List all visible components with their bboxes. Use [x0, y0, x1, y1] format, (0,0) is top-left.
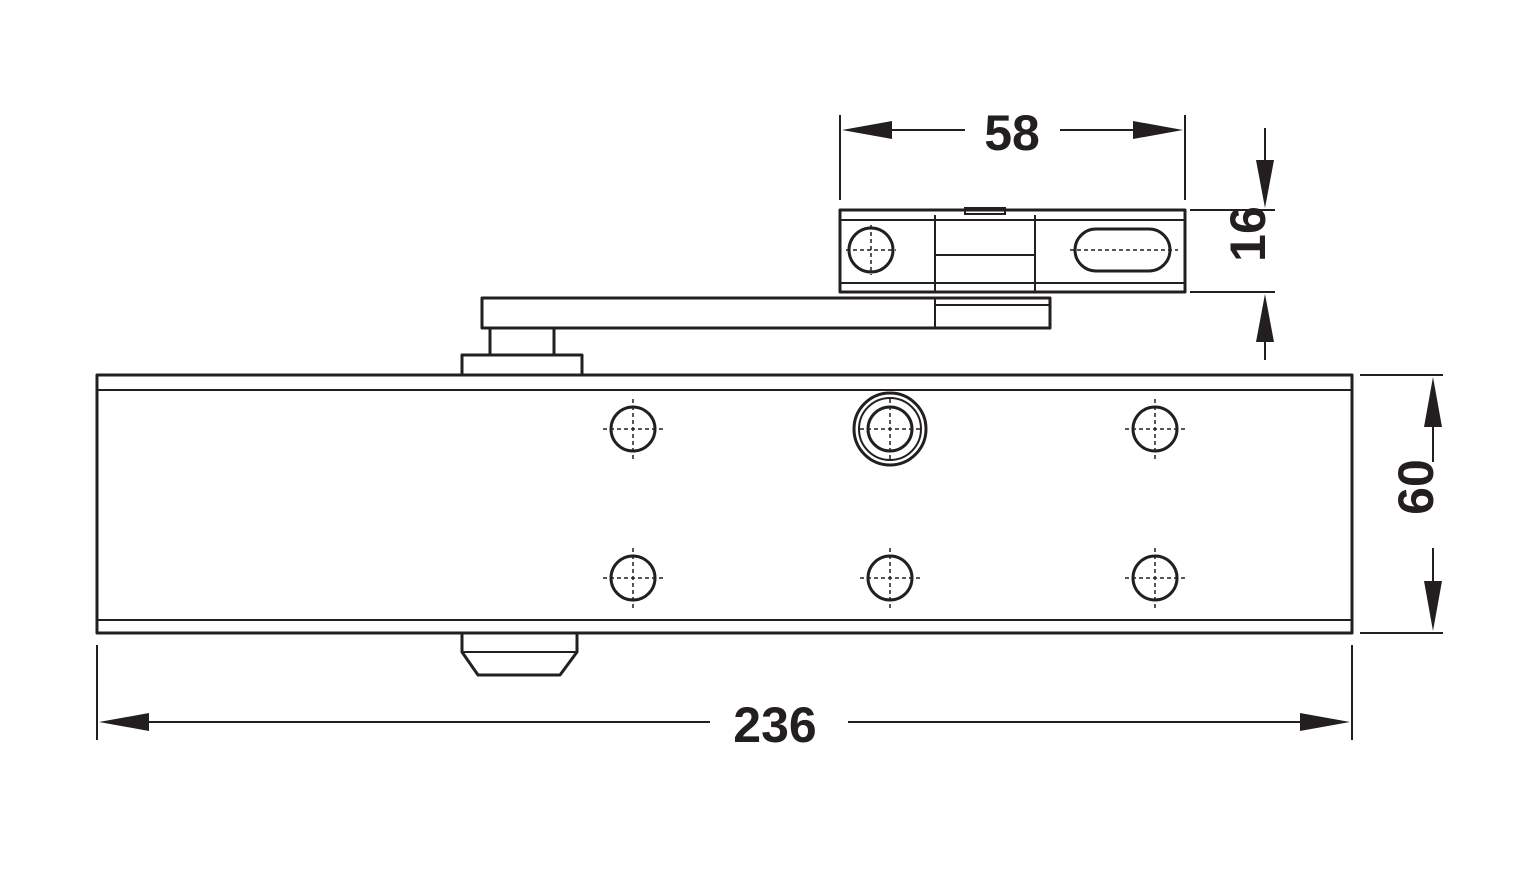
dimension-label-16: 16 — [1220, 206, 1276, 262]
dimension-label-58: 58 — [984, 105, 1040, 161]
bracket-top-tab — [964, 207, 1006, 215]
mounting-hole-center — [852, 391, 928, 467]
dimension-236: 236 — [96, 645, 1353, 753]
dimension-label-236: 236 — [733, 697, 816, 753]
bottom-valve — [460, 634, 579, 677]
hole-inner-ring — [858, 397, 922, 461]
pinion — [460, 326, 584, 377]
arrow-right — [1133, 121, 1183, 139]
arrow-left — [99, 713, 149, 731]
bracket-outline — [838, 208, 1187, 294]
arrow-down — [1424, 581, 1442, 631]
arrow-up — [1256, 294, 1274, 342]
arrow-down — [1256, 160, 1274, 208]
dimension-58: 58 — [839, 105, 1186, 200]
arrow-up — [1424, 377, 1442, 427]
body-outline — [95, 373, 1354, 635]
dimension-16: 16 — [1190, 128, 1276, 360]
arm-bracket — [838, 207, 1187, 294]
hole-outer-ring — [852, 391, 928, 467]
closer-body — [95, 373, 1354, 635]
arrow-left — [842, 121, 892, 139]
mounting-hole — [1125, 399, 1185, 459]
pinion-base — [460, 353, 584, 377]
mounting-hole — [603, 548, 663, 608]
pinion-shaft — [488, 326, 556, 357]
mounting-hole — [603, 399, 663, 459]
dimension-label-60: 60 — [1388, 459, 1444, 515]
arm-outline — [480, 296, 1052, 330]
closer-arm — [480, 296, 1052, 330]
mounting-hole — [1125, 548, 1185, 608]
mounting-holes — [603, 391, 1185, 608]
dimension-60: 60 — [1360, 374, 1444, 634]
mounting-hole — [860, 548, 920, 608]
arrow-right — [1300, 713, 1350, 731]
